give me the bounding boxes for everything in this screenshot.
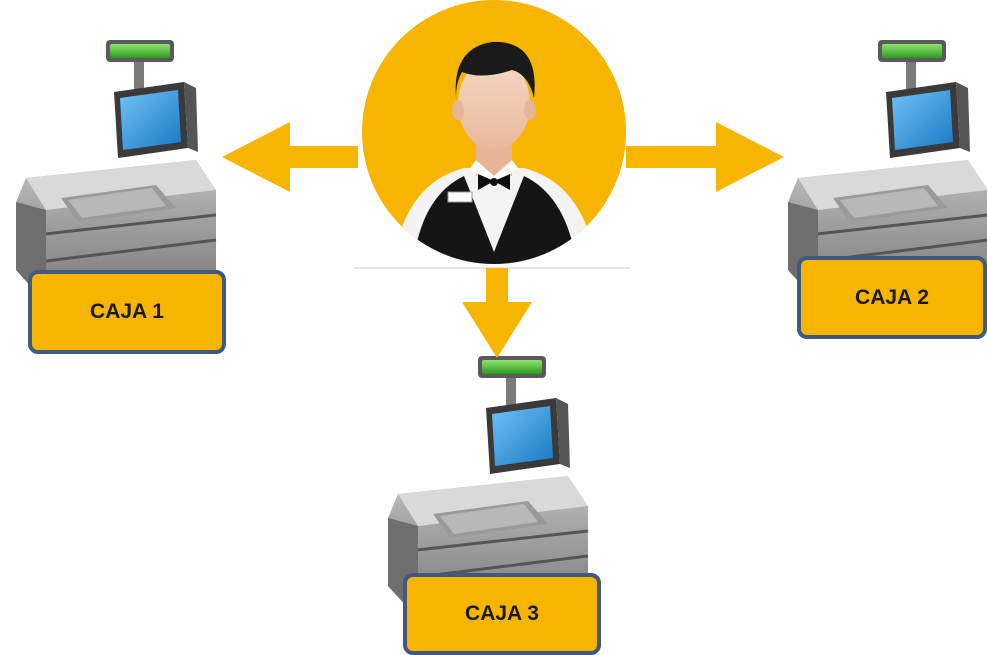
arrow-down: [462, 268, 532, 358]
caja-3-label: CAJA 3: [403, 573, 601, 655]
waiter-icon: [354, 0, 630, 269]
arrow-left: [222, 122, 358, 192]
arrow-right: [626, 122, 784, 192]
caja-2-label: CAJA 2: [797, 256, 987, 339]
caja-1-label: CAJA 1: [28, 270, 226, 354]
cash-register-icon: [14, 38, 218, 294]
